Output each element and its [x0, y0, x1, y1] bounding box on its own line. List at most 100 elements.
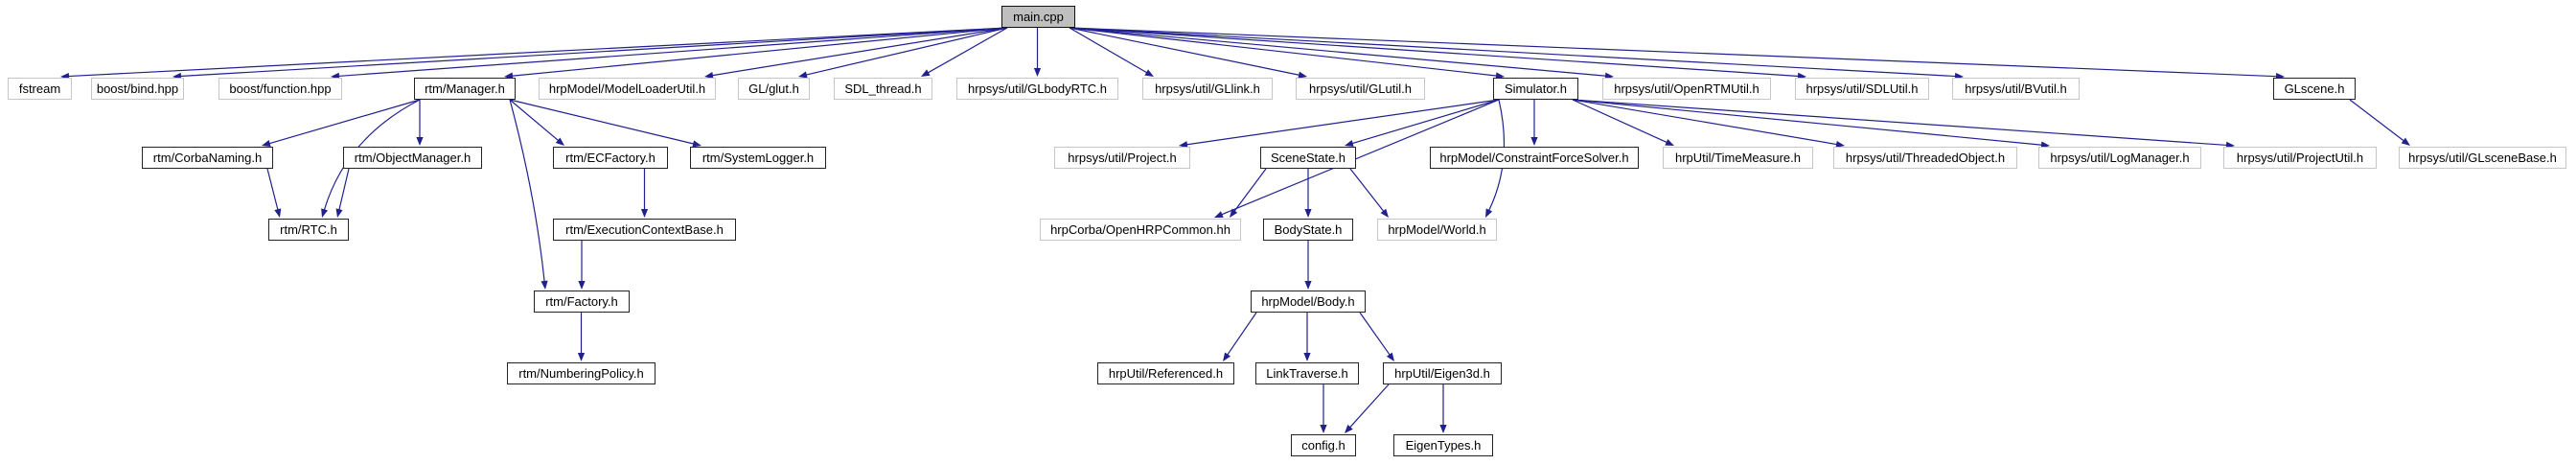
dependency-edge	[1572, 99, 1668, 144]
arrowhead	[692, 140, 702, 148]
graph-node[interactable]: BodyState.h	[1263, 219, 1353, 241]
arrowhead	[1320, 425, 1327, 433]
graph-node[interactable]: rtm/ObjectManager.h	[343, 147, 482, 169]
dependency-edge	[1351, 99, 1500, 145]
graph-node: hrpsys/util/SDLUtil.h	[1795, 78, 1929, 100]
arrowhead	[798, 71, 808, 79]
arrowhead	[1298, 71, 1307, 79]
arrowhead	[1304, 209, 1312, 218]
arrowhead	[1835, 140, 1845, 149]
graph-node[interactable]: LinkTraverse.h	[1255, 362, 1359, 384]
graph-node[interactable]: rtm/Factory.h	[534, 291, 630, 313]
arrowhead	[1386, 352, 1394, 361]
dependency-edge	[268, 99, 421, 145]
graph-node: hrpsys/util/LogManager.h	[2038, 147, 2201, 169]
arrowhead	[504, 72, 514, 80]
graph-node: hrpModel/World.h	[1377, 219, 1497, 241]
dependency-edge	[1221, 99, 1500, 216]
arrowhead	[1665, 139, 1674, 146]
dependency-edge	[1069, 27, 1607, 77]
arrowhead	[1223, 352, 1231, 361]
dependency-edge	[1069, 27, 1300, 76]
dependency-edge	[2349, 99, 2405, 142]
dependency-edge	[711, 27, 1008, 77]
arrowhead	[1485, 208, 1493, 218]
dependency-edge	[1349, 168, 1385, 213]
arrowhead	[321, 208, 329, 218]
graph-node[interactable]: rtm/CorbaNaming.h	[142, 147, 273, 169]
graph-node[interactable]: rtm/Manager.h	[414, 78, 516, 100]
dependency-edge	[509, 99, 545, 283]
graph-root-node: main.cpp	[1001, 6, 1075, 28]
dependency-edge	[1069, 27, 1148, 74]
arrowhead	[416, 137, 424, 146]
dependency-edge	[1359, 312, 1391, 356]
dependency-edge	[511, 27, 1008, 77]
graph-node[interactable]: rtm/ExecutionContextBase.h	[553, 219, 736, 241]
graph-node: hrpsys/util/GLbodyRTC.h	[956, 78, 1118, 100]
arrowhead	[921, 69, 931, 77]
arrowhead	[1303, 353, 1311, 361]
arrowhead	[1530, 137, 1538, 146]
arrowhead	[1345, 424, 1353, 433]
dependency-edge	[509, 99, 560, 142]
graph-node: SDL_thread.h	[834, 78, 932, 100]
graph-node: hrpsys/util/OpenRTMUtil.h	[1602, 78, 1771, 100]
arrowhead	[578, 281, 586, 290]
graph-node[interactable]: config.h	[1291, 434, 1356, 456]
graph-node: hrpsys/util/ThreadedObject.h	[1833, 147, 2017, 169]
graph-node: hrpUtil/TimeMeasure.h	[1663, 147, 1813, 169]
graph-node: hrpsys/util/GLsceneBase.h	[2399, 147, 2566, 169]
dependency-edge	[1572, 99, 1838, 146]
graph-node[interactable]: EigenTypes.h	[1393, 434, 1493, 456]
arrowhead	[274, 208, 282, 218]
graph-node[interactable]: rtm/ECFactory.h	[553, 147, 668, 169]
dependency-edge	[67, 27, 1008, 78]
arrowhead	[540, 280, 548, 290]
dependency-edge	[179, 27, 1008, 78]
arrowhead	[1230, 208, 1238, 218]
dependency-edge	[1069, 27, 1498, 77]
arrowhead	[2040, 141, 2050, 149]
arrowhead	[1345, 139, 1354, 147]
graph-node[interactable]: hrpUtil/Referenced.h	[1097, 362, 1234, 384]
graph-node[interactable]: hrpModel/Body.h	[1251, 291, 1366, 313]
graph-node: boost/function.hpp	[218, 78, 342, 100]
dependency-edge	[927, 27, 1008, 74]
graph-node[interactable]: hrpUtil/Eigen3d.h	[1383, 362, 1502, 384]
arrowhead	[555, 137, 564, 146]
dependency-edge	[1069, 27, 1800, 78]
graph-node[interactable]: rtm/SystemLogger.h	[690, 147, 826, 169]
dependency-edge	[1572, 99, 2228, 147]
dependency-edge	[509, 99, 695, 145]
arrowhead	[577, 353, 586, 361]
graph-node: GL/glut.h	[738, 78, 810, 100]
graph-node[interactable]: GLscene.h	[2273, 78, 2356, 100]
arrowhead	[1214, 211, 1224, 218]
dependency-edge	[1185, 99, 1500, 146]
dependency-edge	[805, 27, 1008, 76]
graph-node: hrpCorba/OpenHRPCommon.hh	[1040, 219, 1241, 241]
graph-node[interactable]: Simulator.h	[1493, 78, 1578, 100]
arrowhead	[1495, 72, 1505, 80]
arrowhead	[704, 72, 714, 80]
graph-node[interactable]: hrpModel/ConstraintForceSolver.h	[1430, 147, 1639, 169]
arrowhead	[335, 208, 343, 218]
dependency-edge	[337, 27, 1008, 78]
arrowhead	[1179, 141, 1188, 149]
graph-node[interactable]: SceneState.h	[1260, 147, 1356, 169]
dependency-edge	[1348, 384, 1390, 429]
dependency-edge	[1572, 99, 2043, 146]
graph-node[interactable]: rtm/NumberingPolicy.h	[507, 362, 656, 384]
graph-node: hrpsys/util/ProjectUtil.h	[2223, 147, 2377, 169]
graph-node[interactable]: rtm/RTC.h	[268, 219, 349, 241]
graph-node: hrpsys/util/Project.h	[1054, 147, 1190, 169]
arrowhead	[640, 209, 649, 218]
dependency-edge	[266, 168, 279, 211]
dependency-edge	[1233, 168, 1267, 212]
arrowhead	[262, 140, 271, 147]
arrowhead	[1439, 425, 1447, 433]
dependency-edge	[338, 168, 350, 211]
dependency-edge	[323, 99, 421, 211]
